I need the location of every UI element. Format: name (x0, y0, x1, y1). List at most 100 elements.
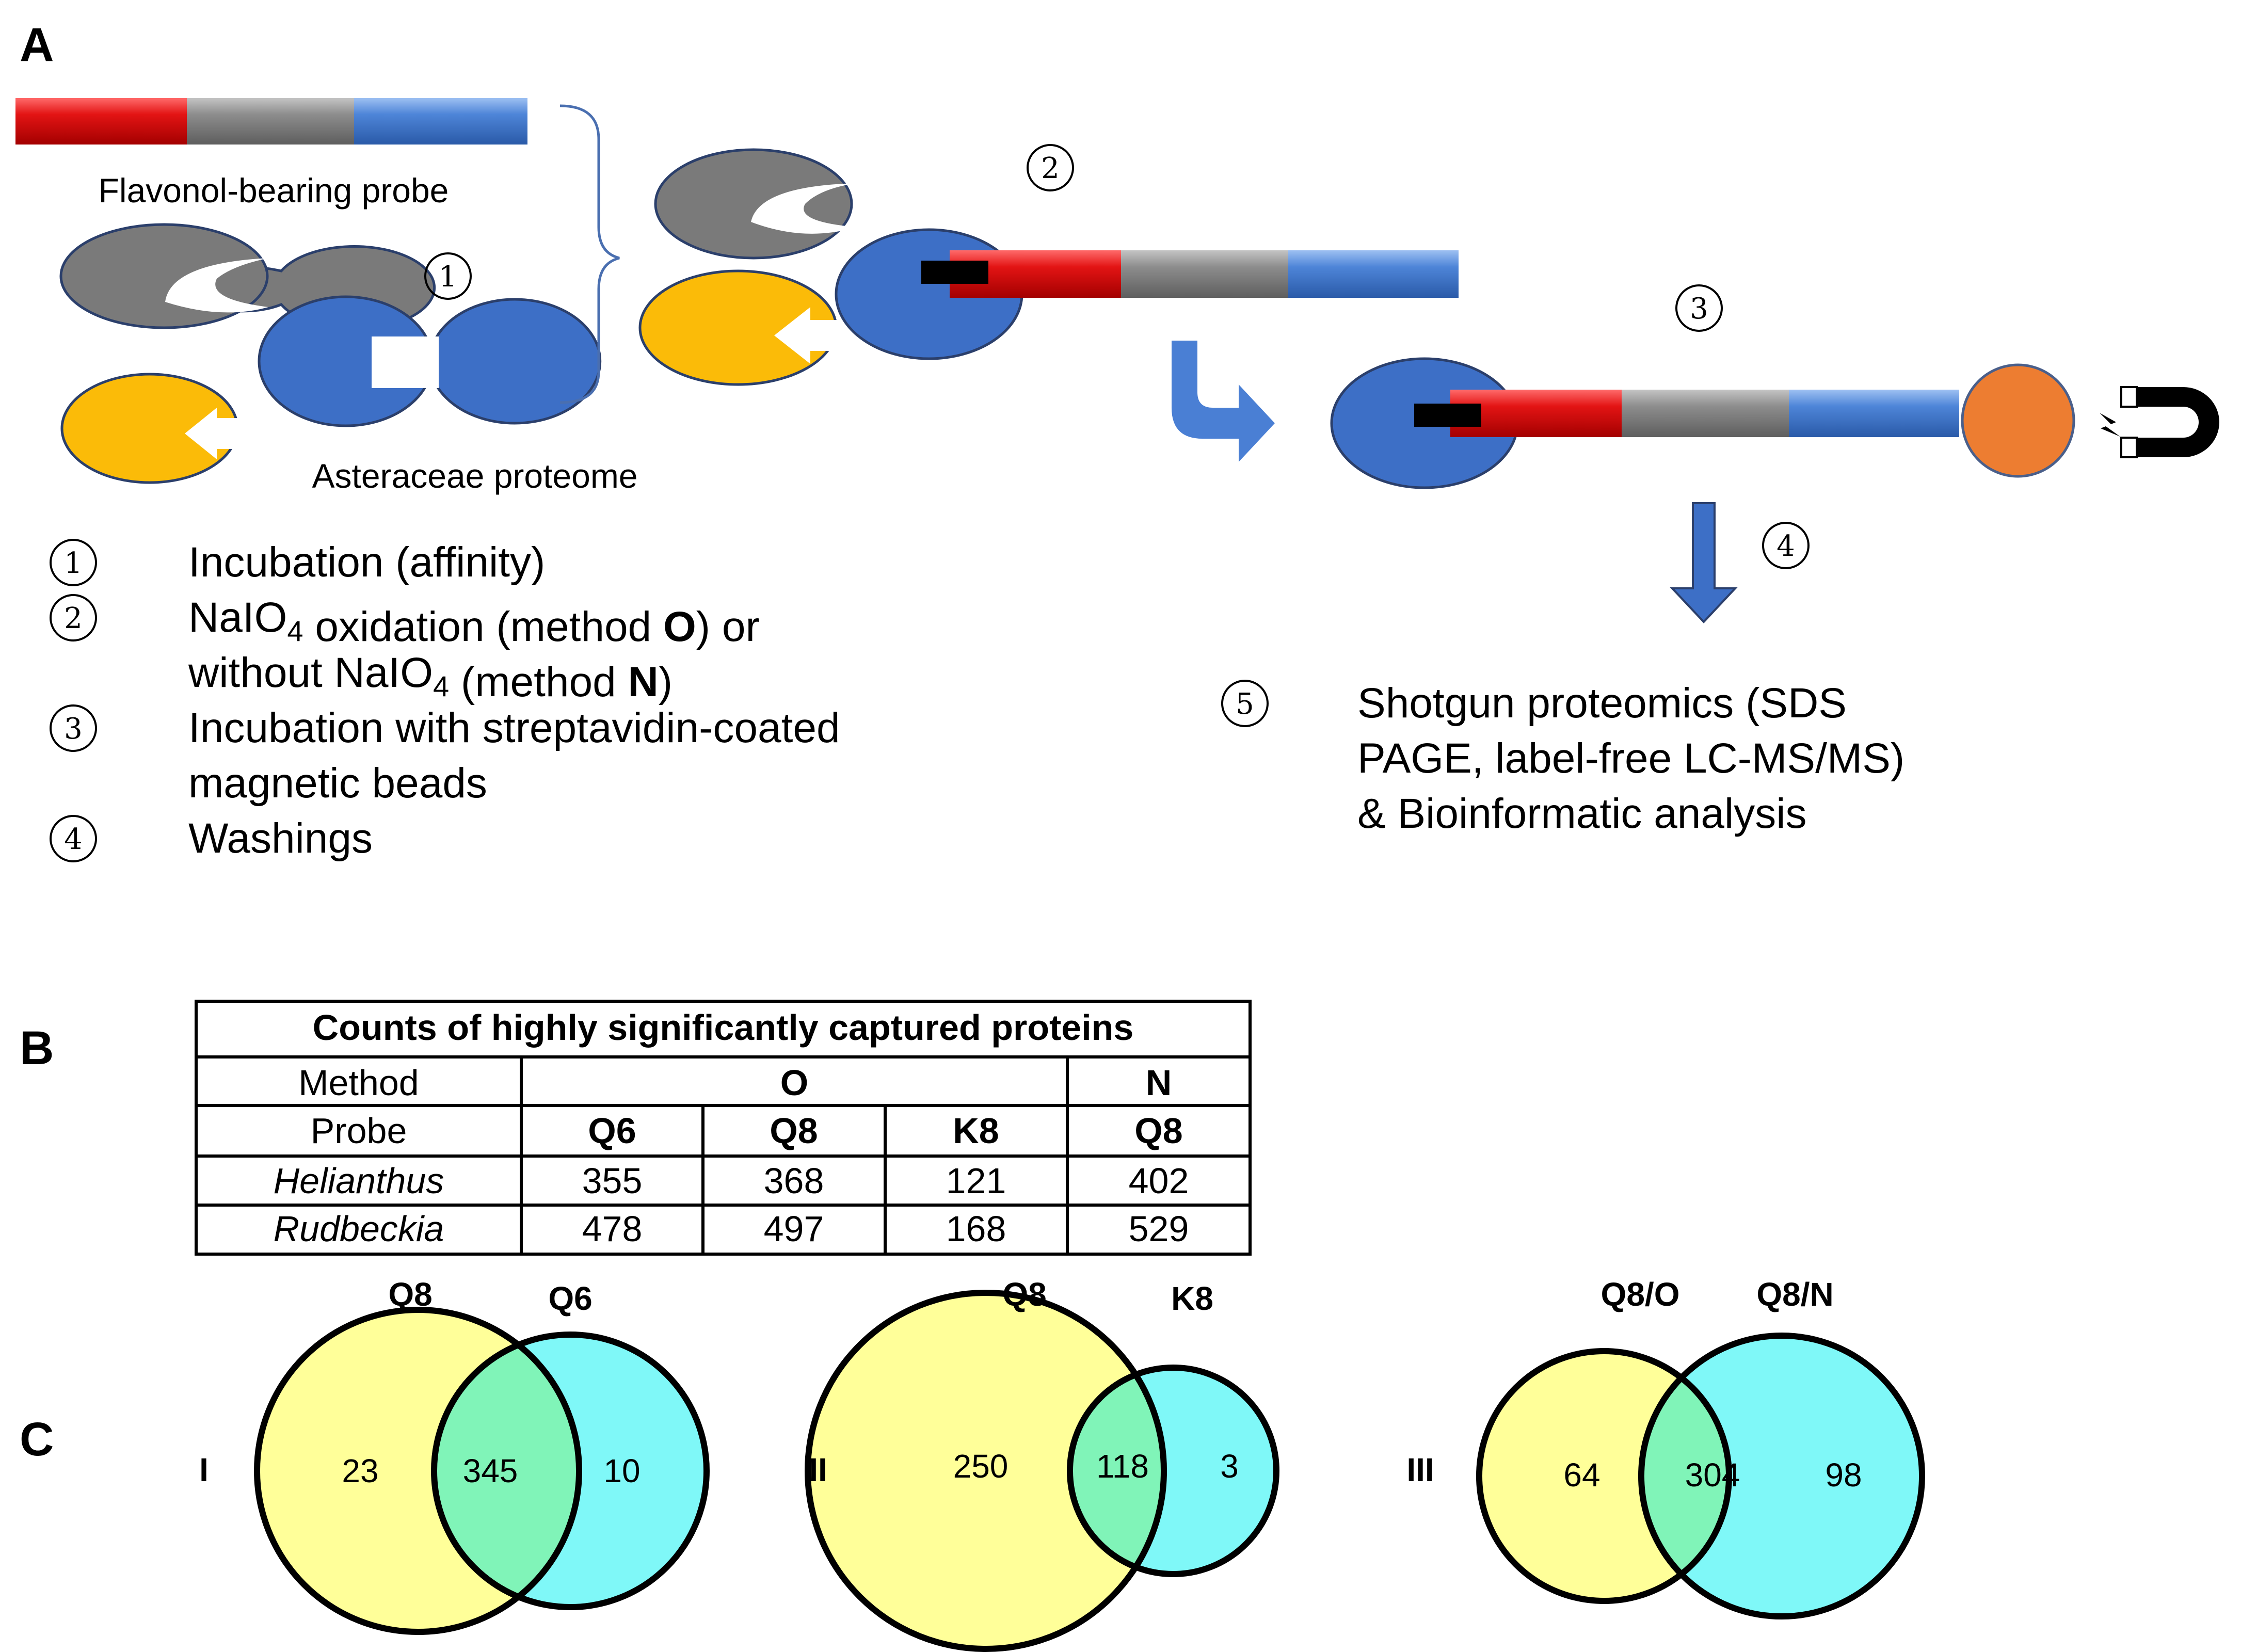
step-2-line-1: NaIO4 oxidation (method O) or (188, 594, 760, 650)
cell-rudbeckia-q8o: 497 (764, 1209, 824, 1249)
venn-ii-roman: II (809, 1451, 827, 1488)
step5-line-2: PAGE, label-free LC-MS/MS) (1357, 735, 1904, 782)
probe-q6: Q6 (588, 1111, 636, 1151)
cell-rudbeckia-k8: 168 (946, 1209, 1006, 1249)
venn-iii-right-only: 98 (1825, 1456, 1862, 1494)
protein-yellow-pocket-arrow (185, 408, 243, 459)
venn-iii-left-label: Q8/O (1601, 1276, 1680, 1313)
magnetic-bead (1961, 363, 2075, 478)
step5-num-ring (1221, 680, 1269, 727)
bond-bar-2 (921, 261, 988, 284)
step-4-num-ring (50, 815, 97, 862)
venn-i-left-only: 23 (342, 1452, 378, 1489)
venn-i (254, 1307, 710, 1635)
probe-flavonol-segment (15, 98, 187, 145)
curved-arrow (1172, 341, 1275, 462)
probe-k8: K8 (953, 1111, 999, 1151)
venn-ii-right-label: K8 (1171, 1280, 1213, 1317)
probe-q8-n: Q8 (1134, 1111, 1182, 1151)
probe-grey-3 (1622, 390, 1789, 437)
method-n: N (1146, 1063, 1172, 1103)
bound-complex-2 (835, 228, 1459, 360)
venn-iii-overlap (1641, 1351, 1729, 1601)
step-4-line-1: Washings (188, 815, 373, 862)
venn-ii-right-only: 3 (1220, 1448, 1239, 1485)
probe-biotin-segment (354, 98, 527, 145)
circle-num-1: 1 (439, 260, 457, 294)
venn-ii (805, 1290, 1279, 1652)
cell-helianthus-q8n: 402 (1129, 1161, 1189, 1201)
venn-ii-left-label: Q8 (1002, 1276, 1046, 1313)
venn-ii-left-fill (808, 1293, 1164, 1649)
step5-num: 5 (1236, 687, 1254, 721)
probe-linker-segment (187, 98, 354, 145)
step-2-num-ring (50, 594, 97, 641)
step-3-line-1: Incubation with streptavidin-coated (188, 704, 840, 751)
venn-iii-left-ring (1476, 1348, 1732, 1604)
magnet-icon (2100, 386, 2219, 458)
protein-yellow-mid-arrow (774, 307, 839, 364)
venn-i-right-only: 10 (603, 1452, 640, 1489)
venn-i-right-ring (431, 1332, 710, 1610)
protein-grey-mid-pocket (751, 183, 857, 234)
venn-i-both: 345 (463, 1452, 518, 1489)
step5-line-3: & Bioinformatic analysis (1357, 790, 1806, 837)
table-title: Counts of highly significantly captured … (313, 1007, 1134, 1048)
probe-top (15, 98, 527, 145)
panel-a-letter: A (20, 19, 54, 71)
venn-i-right-label: Q6 (548, 1280, 592, 1317)
cell-rudbeckia-q6: 478 (582, 1209, 643, 1249)
panel-b-letter: B (20, 1022, 54, 1074)
step-1-num-ring (50, 539, 97, 586)
counts-table (195, 1000, 1252, 1256)
venn-ii-right-ring (1067, 1365, 1279, 1577)
step-2-num: 2 (64, 602, 83, 635)
protein-grey-pocket (165, 258, 268, 313)
venn-ii-left-only: 250 (953, 1448, 1009, 1485)
probe-blue-2 (1288, 250, 1459, 298)
circle-num-4: 4 (1776, 530, 1795, 563)
proteome-label: Asteraceae proteome (312, 457, 637, 495)
circle-num-3: 3 (1690, 292, 1708, 326)
venn-i-left-ring (254, 1307, 582, 1635)
venn-iii-right-ring (1638, 1333, 1925, 1619)
venn-iii-roman: III (1406, 1451, 1434, 1488)
probe-label: Flavonol-bearing probe (99, 171, 449, 210)
step-2-line-2: without NaIO4 (method N) (188, 649, 673, 705)
protein-blue-pocket (372, 336, 439, 388)
row-name-helianthus: Helianthus (274, 1161, 444, 1201)
step-3-num-ring (50, 704, 97, 752)
bond-bar-3 (1414, 404, 1481, 427)
venn-i-overlap (434, 1335, 579, 1607)
probe-blue-3 (1789, 390, 1959, 437)
cell-rudbeckia-q8n: 529 (1129, 1209, 1189, 1249)
venn-ii-left-ring (805, 1290, 1167, 1652)
bound-complex-3 (1330, 357, 2075, 489)
down-arrow (1670, 502, 1738, 623)
circle-num-2-ring (1027, 144, 1074, 191)
step5-line-1: Shotgun proteomics (SDS (1357, 680, 1847, 727)
step-4-num: 4 (64, 823, 83, 856)
method-o: O (780, 1063, 808, 1103)
venn-iii-right-fill (1641, 1336, 1922, 1616)
venn-i-left-label: Q8 (388, 1276, 432, 1313)
method-label: Method (298, 1063, 419, 1103)
venn-iii-both: 304 (1685, 1456, 1740, 1494)
probe-row-label: Probe (311, 1111, 407, 1151)
venn-iii-left-only: 64 (1563, 1456, 1600, 1494)
venn-ii-both: 118 (1096, 1448, 1149, 1485)
cell-helianthus-q6: 355 (582, 1161, 643, 1201)
circle-num-3-ring (1675, 284, 1723, 332)
cell-helianthus-q8o: 368 (764, 1161, 824, 1201)
panel-c-letter: C (20, 1413, 54, 1466)
protein-grey-body (59, 223, 269, 329)
venn-iii-right-label: Q8/N (1756, 1276, 1833, 1313)
circle-num-1-ring (424, 252, 472, 300)
circle-num-2: 2 (1041, 152, 1060, 185)
row-name-rudbeckia: Rudbeckia (274, 1209, 444, 1249)
step-1-line-1: Incubation (affinity) (188, 539, 545, 586)
venn-iii (1476, 1333, 1925, 1619)
circle-num-4-ring (1762, 522, 1810, 569)
step-3-line-2: magnetic beads (188, 760, 487, 807)
